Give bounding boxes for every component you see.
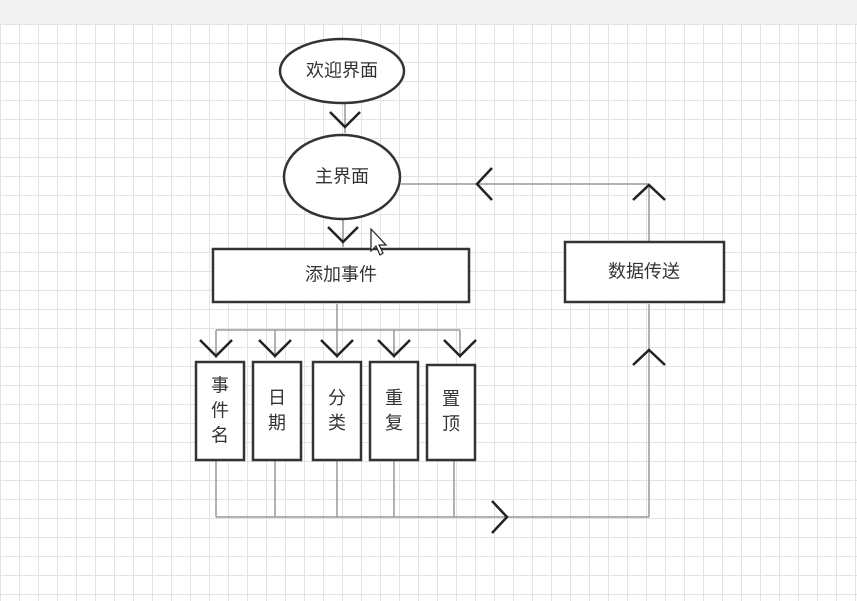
arrowhead-up-icon (632, 183, 666, 201)
node-pin[interactable]: 置顶 (425, 363, 477, 462)
arrowhead-down-icon (443, 339, 477, 358)
node-repeat[interactable]: 重复 (368, 360, 420, 462)
grid-canvas (0, 24, 857, 601)
node-event-name[interactable]: 事件名 (194, 360, 246, 462)
node-date[interactable]: 日期 (251, 360, 303, 462)
node-category-label: 分类 (328, 388, 346, 434)
node-event-name-label: 事件名 (211, 376, 229, 447)
node-main-label: 主界面 (315, 167, 369, 188)
node-add-event[interactable]: 添加事件 (211, 247, 471, 304)
arrowhead-down-icon (329, 111, 361, 129)
node-main[interactable]: 主界面 (282, 133, 402, 221)
node-welcome-label: 欢迎界面 (306, 61, 378, 82)
arrowhead-down-icon (258, 339, 292, 358)
node-repeat-label: 重复 (385, 388, 403, 434)
node-pin-label: 置顶 (442, 389, 460, 435)
arrowheads (199, 111, 666, 534)
arrowhead-right-icon (491, 500, 509, 534)
node-welcome[interactable]: 欢迎界面 (278, 37, 406, 105)
arrowhead-down-icon (199, 339, 233, 358)
node-data-transfer-label: 数据传送 (608, 262, 680, 283)
mouse-cursor-icon (370, 227, 388, 256)
node-data-transfer[interactable]: 数据传送 (563, 240, 726, 304)
node-date-label: 日期 (268, 388, 286, 434)
node-add-event-label: 添加事件 (305, 265, 377, 286)
arrowhead-down-icon (320, 339, 354, 358)
arrowhead-down-icon (377, 339, 411, 358)
node-category[interactable]: 分类 (311, 360, 363, 462)
arrowhead-left-icon (475, 167, 493, 201)
arrowhead-up-icon (632, 348, 666, 366)
arrowhead-down-icon (327, 226, 359, 244)
